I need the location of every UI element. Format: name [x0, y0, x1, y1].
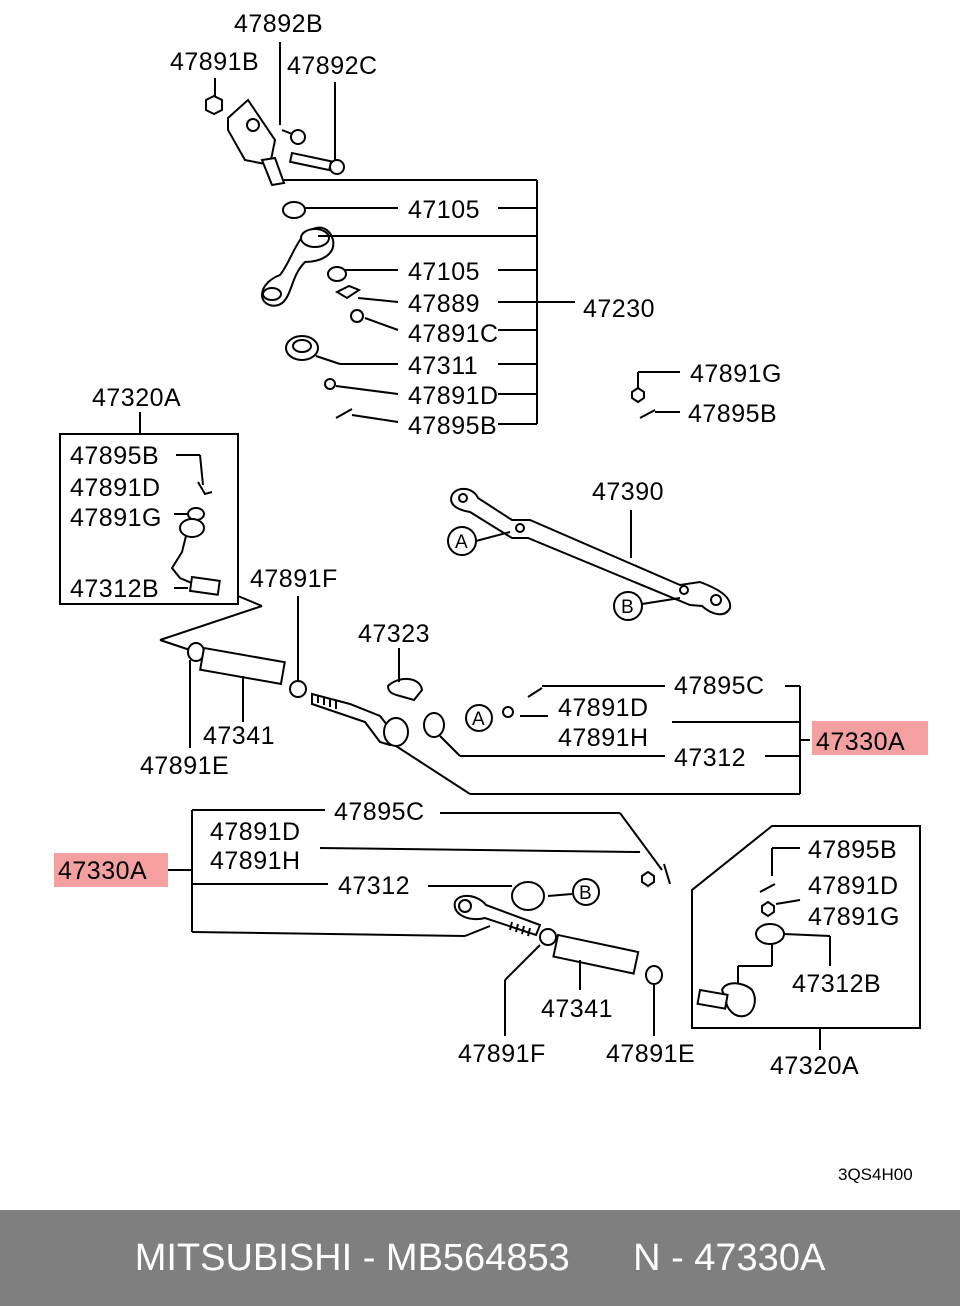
label-47895B-top: 47895B: [408, 412, 497, 440]
label-47891G-box: 47891G: [70, 504, 162, 532]
label-47891F-upper: 47891F: [250, 565, 338, 593]
label-47891H-lower: 47891H: [210, 847, 301, 875]
label-47312-upper: 47312: [674, 744, 746, 772]
label-47891C: 47891C: [408, 320, 499, 348]
ref-B-tierod: B: [579, 883, 592, 904]
label-47312B-box: 47312B: [70, 575, 159, 603]
ref-B-relay: B: [621, 597, 634, 618]
label-47891E-lower: 47891E: [606, 1040, 695, 1068]
label-47895C-upper: 47895C: [674, 672, 765, 700]
label-47312B-rightbox: 47312B: [792, 970, 881, 998]
label-47895B-rightbox: 47895B: [808, 836, 897, 864]
label-47891D-top: 47891D: [408, 382, 499, 410]
label-47891D-upper: 47891D: [558, 694, 649, 722]
label-47341-lower: 47341: [541, 995, 613, 1023]
tie-rod-assembly-upper: [187, 596, 810, 795]
diagram-code: 3QS4H00: [838, 1165, 913, 1184]
tie-rod-end-box-right: [691, 825, 921, 1050]
label-47891D-box: 47891D: [70, 474, 161, 502]
label-47323: 47323: [358, 620, 430, 648]
tie-rod-end-box-left: [59, 412, 263, 651]
label-47891E-upper: 47891E: [140, 752, 229, 780]
highlight-47330A-right: [812, 721, 928, 755]
tie-rod-assembly-lower: [168, 809, 671, 1036]
ref-A-tierod: A: [472, 709, 485, 730]
label-47895C-lower: 47895C: [334, 798, 425, 826]
label-47891F-lower: 47891F: [458, 1040, 546, 1068]
footer-bar: MITSUBISHI - MB564853 N - 47330A: [0, 1210, 960, 1306]
label-47230: 47230: [583, 295, 655, 323]
idler-arm-group: [205, 42, 575, 425]
parts-diagram: 47892B 47891B 47892C 47105 47105 47889 4…: [54, 10, 928, 1184]
label-47891H-upper: 47891H: [558, 724, 649, 752]
label-47895B-right: 47895B: [688, 400, 777, 428]
label-47891G-right: 47891G: [690, 360, 782, 388]
label-47341-upper: 47341: [203, 722, 275, 750]
label-47320A-right: 47320A: [770, 1052, 859, 1080]
label-47891D-rightbox: 47891D: [808, 872, 899, 900]
label-47330A-right: 47330A: [816, 728, 905, 756]
label-47892C: 47892C: [287, 52, 378, 80]
label-47311: 47311: [408, 352, 478, 380]
relay-rod-47390: [447, 487, 732, 621]
ref-A-relay: A: [455, 532, 468, 553]
label-47390: 47390: [592, 478, 664, 506]
label-47330A-left: 47330A: [58, 857, 147, 885]
label-47105-upper: 47105: [408, 196, 480, 224]
highlight-47330A-left: [54, 853, 168, 887]
label-47891G-rightbox: 47891G: [808, 903, 900, 931]
label-47895B-box: 47895B: [70, 442, 159, 470]
label-47889: 47889: [408, 290, 480, 318]
footer-part-text: MITSUBISHI - MB564853 N - 47330A: [134, 1236, 826, 1279]
parts-47891G-47895B-right: [631, 371, 680, 419]
label-47891B: 47891B: [170, 48, 259, 76]
label-47891D-lower: 47891D: [210, 818, 301, 846]
label-47892B: 47892B: [234, 10, 323, 38]
label-47312-lower: 47312: [338, 872, 410, 900]
label-47105-lower: 47105: [408, 258, 480, 286]
label-47320A-left: 47320A: [92, 384, 181, 412]
